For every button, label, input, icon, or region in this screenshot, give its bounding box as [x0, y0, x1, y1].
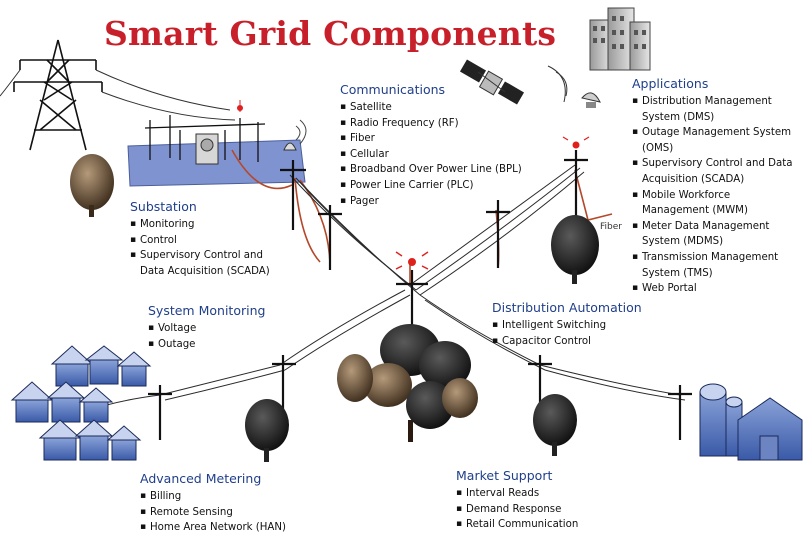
list-item: Remote Sensing: [140, 505, 286, 521]
list-item: Interval Reads: [456, 486, 578, 502]
list-item: Control: [130, 233, 270, 249]
applications-heading: Applications: [632, 76, 709, 91]
list-item: Outage: [148, 337, 265, 353]
substation-list: Monitoring Control Supervisory Control a…: [130, 217, 270, 279]
list-item-continuation: Management (MWM): [642, 205, 748, 217]
transmission-tower-icon: [13, 39, 103, 151]
list-item: Cellular: [340, 147, 522, 163]
list-item: Billing: [140, 489, 286, 505]
list-item-continuation: Acquisition (SCADA): [642, 173, 745, 185]
page-title: Smart Grid Components: [104, 14, 557, 53]
list-item: Radio Frequency (RF): [340, 116, 522, 132]
list-item: Power Line Carrier (PLC): [340, 178, 522, 194]
list-item: Mobile Workforce: [632, 188, 793, 204]
fiber-label: Fiber: [600, 222, 622, 232]
applications-list: Distribution Management System (DMS) Out…: [632, 94, 793, 297]
list-item: Voltage: [148, 321, 265, 337]
communications-list: Satellite Radio Frequency (RF) Fiber Cel…: [340, 100, 522, 209]
signal-beacon-icons: [395, 136, 590, 270]
list-item: Capacitor Control: [492, 334, 642, 350]
list-item: Demand Response: [456, 502, 578, 518]
list-item: Meter Data Management: [632, 219, 793, 235]
distribution-automation-heading: Distribution Automation: [492, 300, 642, 315]
transmission-lines: [0, 69, 236, 121]
advanced-metering-section: Advanced Metering Billing Remote Sensing…: [140, 471, 286, 536]
advanced-metering-heading: Advanced Metering: [140, 471, 262, 486]
substation-icon: [127, 100, 307, 187]
communications-section: Communications Satellite Radio Frequency…: [340, 82, 522, 209]
power-lines: [89, 164, 686, 411]
market-support-heading: Market Support: [456, 468, 553, 483]
communications-heading: Communications: [340, 82, 446, 97]
list-item: Supervisory Control and Data: [632, 156, 793, 172]
substation-section: Substation Monitoring Control Supervisor…: [130, 199, 270, 279]
distribution-automation-list: Intelligent Switching Capacitor Control: [492, 318, 642, 349]
list-item: Distribution Management: [632, 94, 793, 110]
substation-heading: Substation: [130, 199, 197, 214]
tree-icons: [70, 154, 599, 462]
system-monitoring-section: System Monitoring Voltage Outage: [148, 303, 265, 352]
list-item: Supervisory Control and: [130, 248, 270, 264]
list-item: Intelligent Switching: [492, 318, 642, 334]
list-item: Monitoring: [130, 217, 270, 233]
list-item: Fiber: [340, 131, 522, 147]
market-support-list: Interval Reads Demand Response Retail Co…: [456, 486, 578, 533]
list-item: Web Portal: [632, 281, 793, 297]
list-item: Outage Management System: [632, 125, 793, 141]
list-item-continuation: Data Acquisition (SCADA): [140, 265, 270, 277]
satellite-dish-icon: [547, 65, 601, 108]
farm-silo-barn-icon: [699, 383, 803, 461]
satellite-icon: [459, 59, 525, 105]
list-item: Satellite: [340, 100, 522, 116]
list-item-continuation: System (TMS): [642, 267, 713, 279]
houses-icon: [10, 345, 152, 461]
advanced-metering-list: Billing Remote Sensing Home Area Network…: [140, 489, 286, 536]
list-item: Pager: [340, 194, 522, 210]
list-item-continuation: System (DMS): [642, 111, 715, 123]
list-item-continuation: (OMS): [642, 142, 674, 154]
system-monitoring-heading: System Monitoring: [148, 303, 266, 318]
list-item: Retail Communication: [456, 517, 578, 533]
system-monitoring-list: Voltage Outage: [148, 321, 265, 352]
list-item: Home Area Network (HAN): [140, 520, 286, 536]
list-item: Broadband Over Power Line (BPL): [340, 162, 522, 178]
market-support-section: Market Support Interval Reads Demand Res…: [456, 468, 578, 533]
list-item: Transmission Management: [632, 250, 793, 266]
distribution-automation-section: Distribution Automation Intelligent Swit…: [492, 300, 642, 349]
office-building-icon: [589, 7, 651, 71]
list-item-continuation: System (MDMS): [642, 236, 724, 248]
applications-section: Applications Distribution Management Sys…: [632, 76, 793, 297]
